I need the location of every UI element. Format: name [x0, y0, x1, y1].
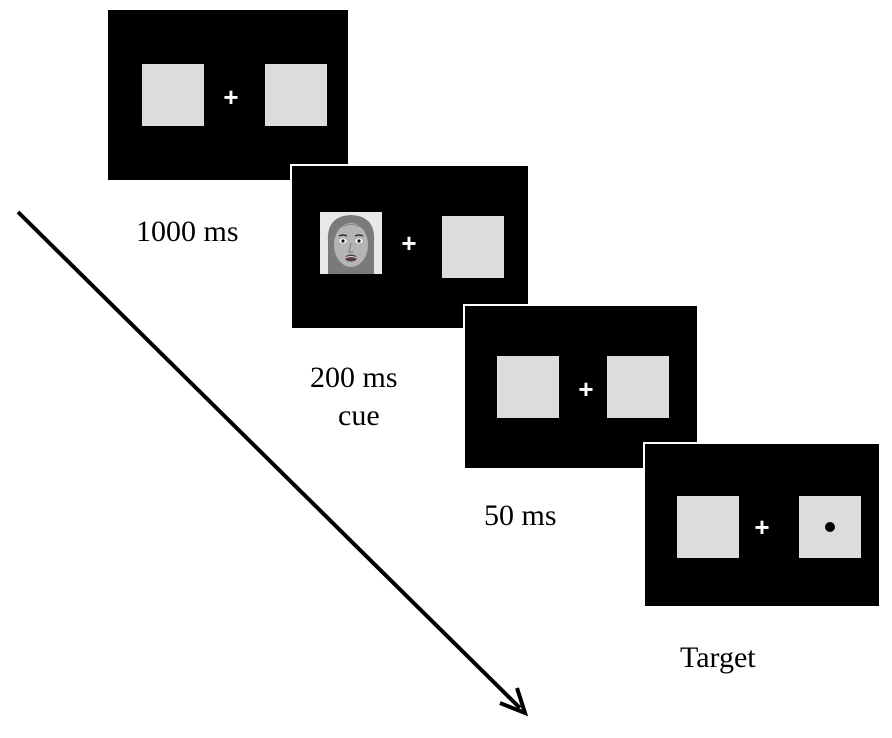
frame-cue: +	[290, 164, 530, 330]
right-placeholder-box	[265, 64, 327, 126]
right-placeholder-box	[442, 216, 504, 278]
duration-label-1: 1000 ms	[136, 215, 239, 248]
right-target-box	[799, 496, 861, 558]
fixation-cross: +	[401, 228, 417, 258]
cue-label: cue	[338, 399, 380, 432]
frame-fixation: +	[106, 8, 350, 182]
face-cue-image	[320, 212, 382, 274]
left-placeholder-box	[677, 496, 739, 558]
duration-label-2: 200 ms	[310, 361, 398, 394]
target-dot	[825, 522, 835, 532]
frame-target: +	[643, 442, 881, 608]
left-placeholder-box	[142, 64, 204, 126]
right-placeholder-box	[607, 356, 669, 418]
fixation-cross: +	[223, 82, 239, 112]
target-label: Target	[680, 641, 756, 674]
fixation-cross: +	[578, 374, 594, 404]
duration-label-3: 50 ms	[484, 499, 557, 532]
fixation-cross: +	[754, 512, 770, 542]
left-placeholder-box	[497, 356, 559, 418]
